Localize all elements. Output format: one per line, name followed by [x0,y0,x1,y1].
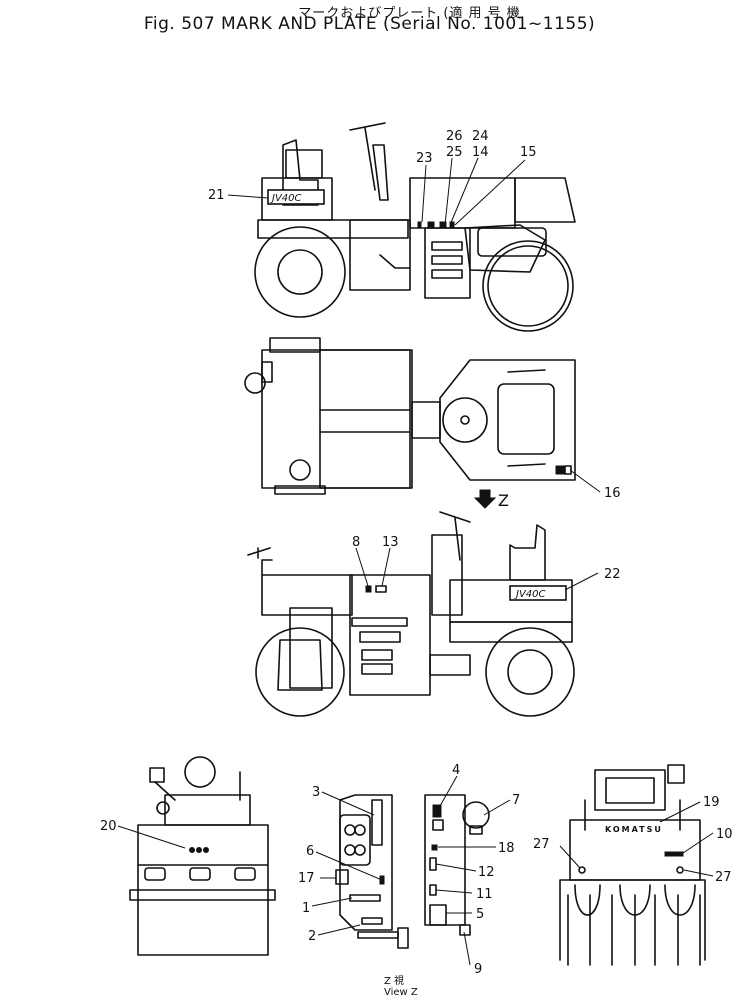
callout-18: 18 [498,841,515,856]
callout-13: 13 [382,535,399,550]
callout-3: 3 [312,785,320,800]
callout-24: 24 [472,129,489,144]
front-view: KOMATSU [559,764,706,966]
brand-decal-text: KOMATSU [605,825,663,834]
callout-7: 7 [512,793,520,808]
callout-9: 9 [474,962,482,977]
callout-labels: 21 23 26 24 25 14 15 16 8 13 22 20 3 6 1… [100,129,733,977]
callout-27-left: 27 [533,837,550,852]
komatsu-emblem [189,847,209,853]
side-view-right: JV40C [247,511,575,717]
model-decal-text: JV40C [270,193,302,204]
side-view-left: JV40C [254,122,576,332]
callout-6: 6 [306,844,314,859]
callout-26: 26 [446,129,463,144]
top-view [244,337,576,495]
figure-title: Fig. 507 MARK AND PLATE (Serial No. 1001… [143,14,596,34]
callout-16: 16 [604,486,621,501]
callout-20: 20 [100,819,117,834]
view-caption-jp: Z 視 [384,974,404,987]
callout-11: 11 [476,887,493,902]
view-z-caption: Z 視 View Z [384,974,418,996]
callout-19: 19 [703,795,720,810]
leader-lines [117,157,714,966]
callout-15: 15 [520,145,537,160]
callout-21: 21 [208,188,225,203]
callout-8: 8 [352,535,360,550]
callout-17: 17 [298,871,315,886]
view-caption-en: View Z [384,987,418,996]
view-z-arrow: Z [473,489,509,510]
direction-arrow-label: Z [498,491,509,510]
callout-23: 23 [416,151,433,166]
callout-22: 22 [604,567,621,582]
callout-14: 14 [472,145,489,160]
callout-2: 2 [308,929,316,944]
model-decal-front: JV40C [509,585,567,601]
callout-27-right: 27 [715,870,732,885]
callout-10: 10 [716,827,733,842]
rear-view [129,756,276,956]
model-decal-text-2: JV40C [514,589,546,600]
callout-4: 4 [452,763,460,778]
model-decal-rear: JV40C [267,189,325,205]
callout-1: 1 [302,901,310,916]
callout-5: 5 [476,907,484,922]
callout-12: 12 [478,865,495,880]
callout-25: 25 [446,145,463,160]
title-japanese: マークおよびプレート (適 用 号 機 [298,6,521,21]
view-z-left-panel [335,794,409,949]
